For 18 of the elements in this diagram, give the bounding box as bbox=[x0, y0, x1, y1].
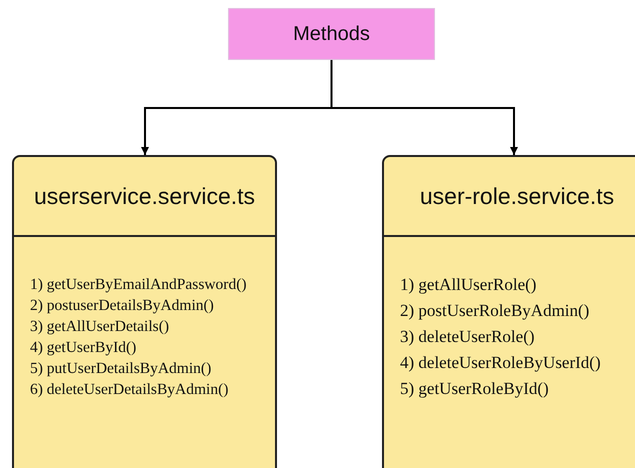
method-item: 3) getAllUserDetails() bbox=[30, 317, 170, 337]
method-item: 1) getAllUserRole() bbox=[400, 274, 538, 296]
method-item: 6) deleteUserDetailsByAdmin() bbox=[30, 380, 230, 400]
arrow bbox=[330, 60, 518, 155]
process-box bbox=[228, 8, 435, 60]
method-item: 3) deleteUserRole() bbox=[400, 326, 536, 348]
class-card bbox=[382, 155, 635, 468]
box-title: Methods bbox=[293, 22, 370, 46]
card-title: user-role.service.ts bbox=[420, 182, 614, 210]
method-item: 5) putUserDetailsByAdmin() bbox=[30, 359, 212, 379]
method-item: 2) postuserDetailsByAdmin() bbox=[30, 296, 215, 316]
class-card bbox=[12, 155, 277, 468]
method-item: 2) postUserRoleByAdmin() bbox=[400, 300, 590, 322]
method-item: 5) getUserRoleById() bbox=[400, 378, 550, 400]
method-item: 1) getUserByEmailAndPassword() bbox=[30, 275, 247, 295]
card-title: userservice.service.ts bbox=[34, 182, 256, 210]
method-item: 4) deleteUserRoleByUserId() bbox=[400, 352, 601, 374]
method-item: 4) getUserById() bbox=[30, 338, 138, 358]
